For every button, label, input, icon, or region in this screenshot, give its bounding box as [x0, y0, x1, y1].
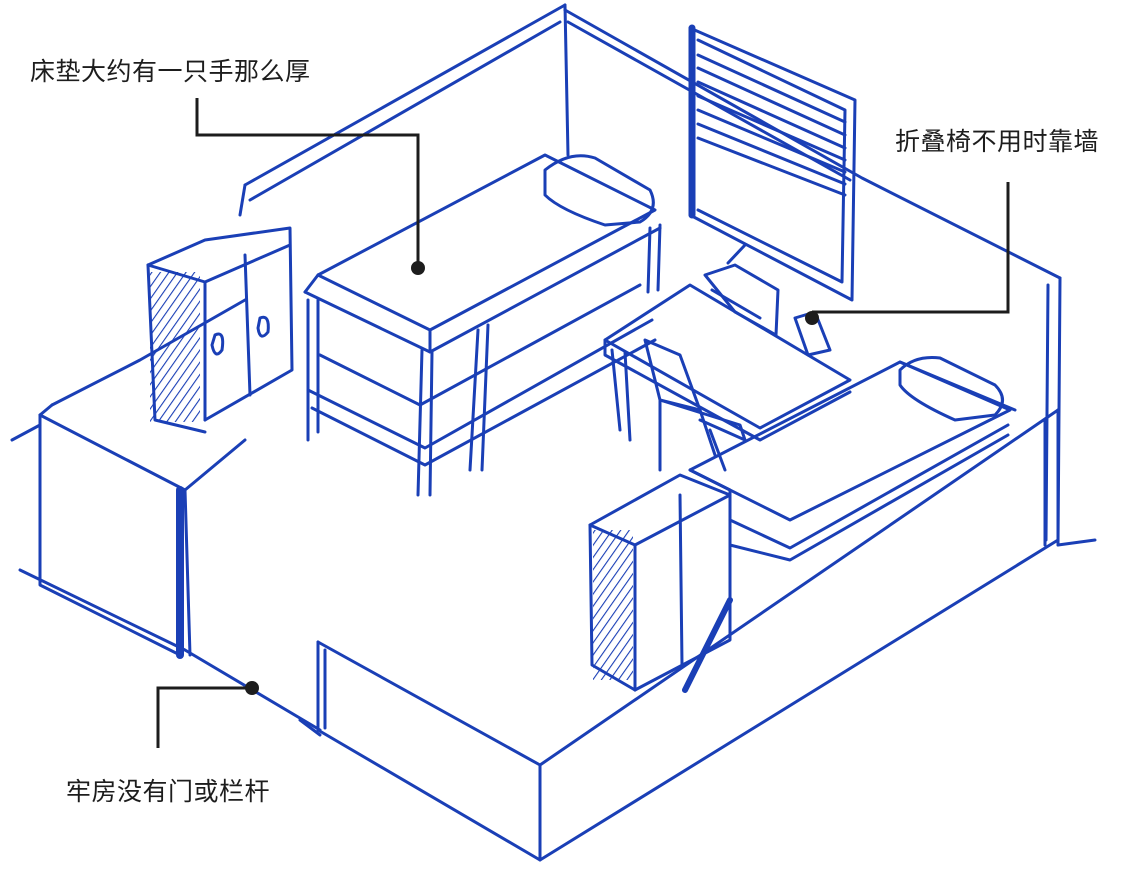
leader-dot-cell [245, 681, 259, 695]
desk-chair [643, 338, 747, 472]
desk [603, 283, 852, 442]
annotation-cell-no-door: 牢房没有门或栏杆 [66, 777, 271, 806]
window [688, 24, 857, 302]
bunk-bed [303, 153, 662, 497]
leader-dot-mattress [411, 261, 425, 275]
left-front-wall [10, 298, 322, 732]
annotation-folding-chair: 折叠椅不用时靠墙 [895, 127, 1100, 156]
right-front-wall [298, 408, 1097, 862]
leader-line-chair [812, 182, 1010, 314]
leader-dot-chair [805, 311, 819, 325]
leader-line-mattress [195, 98, 420, 268]
wardrobe-right [588, 473, 733, 693]
folding-chair [703, 243, 780, 337]
annotation-mattress-thickness: 床垫大约有一只手那么厚 [30, 57, 311, 86]
wardrobe-left [146, 226, 294, 434]
single-bed [688, 356, 1017, 562]
leader-line-cell [156, 686, 250, 748]
